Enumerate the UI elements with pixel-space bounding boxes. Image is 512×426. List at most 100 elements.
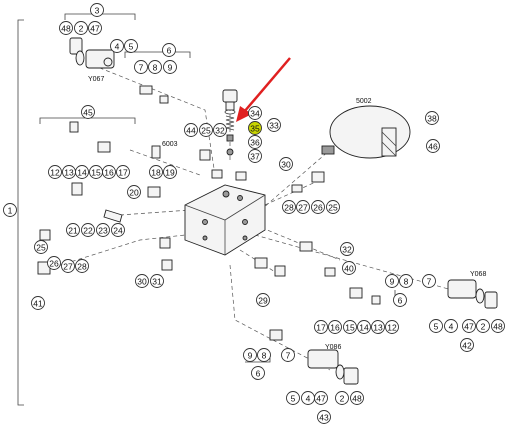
leader-41 bbox=[44, 234, 186, 271]
callout-label: 2 bbox=[481, 322, 486, 332]
callout-21: 21 bbox=[66, 223, 80, 237]
callout-8: 8 bbox=[399, 274, 413, 288]
callout-label: 28 bbox=[284, 203, 294, 213]
solenoid-y067 bbox=[69, 37, 115, 69]
callout-label: 48 bbox=[352, 394, 362, 404]
callout-19: 19 bbox=[163, 165, 177, 179]
callout-34: 34 bbox=[248, 106, 262, 120]
callout-label: 47 bbox=[464, 322, 474, 332]
callout-label: 6 bbox=[167, 46, 172, 56]
callout-label: 47 bbox=[316, 394, 326, 404]
callout-47: 47 bbox=[314, 391, 328, 405]
callout-9: 9 bbox=[385, 274, 399, 288]
callout-7: 7 bbox=[422, 274, 436, 288]
callout-42: 42 bbox=[460, 338, 474, 352]
callout-label: 33 bbox=[269, 121, 279, 131]
callout-46: 46 bbox=[426, 139, 440, 153]
callout-label: 31 bbox=[152, 277, 162, 287]
callout-label: 6 bbox=[398, 296, 403, 306]
callout-18: 18 bbox=[149, 165, 163, 179]
callout-7: 7 bbox=[281, 348, 295, 362]
callout-9: 9 bbox=[243, 348, 257, 362]
callout-label: 3 bbox=[95, 6, 100, 16]
callout-4: 4 bbox=[110, 39, 124, 53]
callout-2: 2 bbox=[74, 21, 88, 35]
callout-label: 21 bbox=[68, 226, 78, 236]
callout-label: 15 bbox=[345, 323, 355, 333]
callout-label: 5 bbox=[129, 42, 134, 52]
callout-label: 23 bbox=[98, 226, 108, 236]
callout-25: 25 bbox=[199, 123, 213, 137]
callout-label: 24 bbox=[113, 226, 123, 236]
callout-26: 26 bbox=[47, 256, 61, 270]
label-6003: 6003 bbox=[162, 141, 178, 148]
callout-17: 17 bbox=[314, 320, 328, 334]
callout-26: 26 bbox=[311, 200, 325, 214]
bracket-line bbox=[17, 19, 24, 406]
callout-9: 9 bbox=[163, 60, 177, 74]
leader-y068 bbox=[254, 234, 471, 296]
callout-25: 25 bbox=[326, 200, 340, 214]
callout-43: 43 bbox=[317, 410, 331, 424]
callout-label: 48 bbox=[493, 322, 503, 332]
label-5002: 5002 bbox=[356, 98, 372, 105]
callout-30: 30 bbox=[135, 274, 149, 288]
callout-label: 2 bbox=[340, 394, 345, 404]
callout-label: 15 bbox=[91, 168, 101, 178]
callout-label: 18 bbox=[151, 168, 161, 178]
callout-15: 15 bbox=[89, 165, 103, 179]
callout-14: 14 bbox=[357, 320, 371, 334]
callout-33: 33 bbox=[267, 118, 281, 132]
callout-label: 9 bbox=[168, 63, 173, 73]
callout-48: 48 bbox=[59, 21, 73, 35]
callout-label: 19 bbox=[165, 168, 175, 178]
callout-label: 12 bbox=[387, 323, 397, 333]
callout-label: 28 bbox=[77, 262, 87, 272]
callout-label: 41 bbox=[33, 299, 43, 309]
callout-5: 5 bbox=[286, 391, 300, 405]
callout-37: 37 bbox=[248, 149, 262, 163]
callout-44: 44 bbox=[184, 123, 198, 137]
callout-24: 24 bbox=[111, 223, 125, 237]
callout-3: 3 bbox=[90, 3, 104, 17]
callout-28: 28 bbox=[75, 259, 89, 273]
callout-8: 8 bbox=[148, 60, 162, 74]
callout-32: 32 bbox=[213, 123, 227, 137]
callout-label: 20 bbox=[129, 188, 139, 198]
callout-13: 13 bbox=[62, 165, 76, 179]
callout-label: 42 bbox=[462, 341, 472, 351]
callout-label: 5 bbox=[434, 322, 439, 332]
callout-label: 25 bbox=[201, 126, 211, 136]
callout-label: 43 bbox=[319, 413, 329, 423]
callout-2: 2 bbox=[476, 319, 490, 333]
pointer-arrow bbox=[236, 57, 291, 122]
callout-label: 22 bbox=[83, 226, 93, 236]
callout-label: 30 bbox=[137, 277, 147, 287]
callout-label: 16 bbox=[330, 323, 340, 333]
callout-label: 45 bbox=[83, 108, 93, 118]
callout-label: 16 bbox=[104, 168, 114, 178]
accumulator-5002 bbox=[321, 105, 411, 159]
manifold-block bbox=[184, 184, 266, 256]
callout-1: 1 bbox=[3, 203, 17, 217]
callout-label: 8 bbox=[153, 63, 158, 73]
callout-48: 48 bbox=[350, 391, 364, 405]
group-bracket-6-top bbox=[124, 51, 191, 58]
callout-label: 7 bbox=[139, 63, 144, 73]
callout-12: 12 bbox=[48, 165, 62, 179]
callout-27: 27 bbox=[61, 259, 75, 273]
callout-15: 15 bbox=[343, 320, 357, 334]
callout-label: 14 bbox=[359, 323, 369, 333]
callout-20: 20 bbox=[127, 185, 141, 199]
callout-label: 2 bbox=[79, 24, 84, 34]
callout-35: 35 bbox=[248, 121, 262, 135]
callout-label: 37 bbox=[250, 152, 260, 162]
callout-48: 48 bbox=[491, 319, 505, 333]
callout-label: 9 bbox=[390, 277, 395, 287]
callout-label: 36 bbox=[250, 138, 260, 148]
callout-label: 30 bbox=[281, 160, 291, 170]
callout-25: 25 bbox=[34, 240, 48, 254]
group-bracket-6-bottom bbox=[245, 358, 271, 363]
callout-38: 38 bbox=[425, 111, 439, 125]
